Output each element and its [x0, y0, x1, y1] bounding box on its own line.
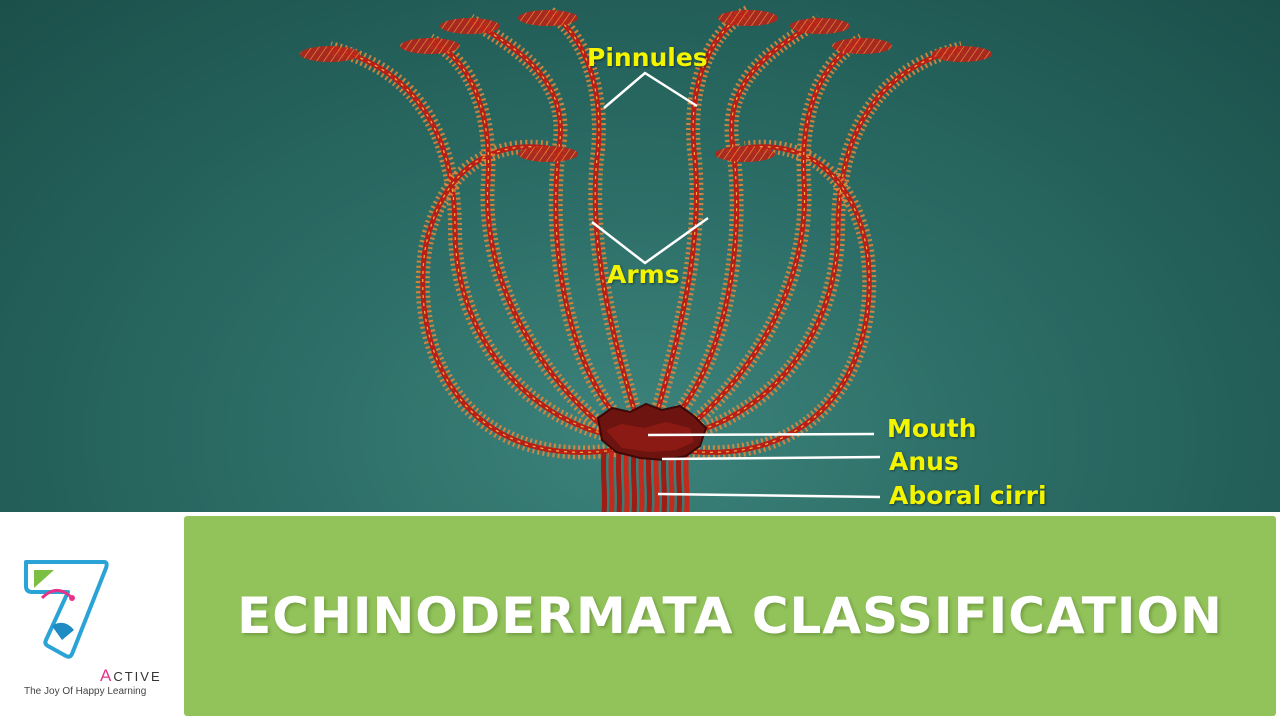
- crinoid-diagram: [300, 5, 992, 512]
- cirrus: [638, 451, 645, 512]
- arm-spine: [469, 19, 633, 433]
- diagram-area: Pinnules Arms Mouth Anus Aboral cirri: [0, 0, 1280, 512]
- cirrus: [675, 451, 683, 512]
- crinoid-calyx: [596, 402, 708, 462]
- arm-tip: [790, 18, 850, 34]
- arm: [649, 9, 750, 431]
- logo-tagline: The Joy Of Happy Learning: [24, 686, 147, 697]
- arm-spine: [329, 47, 623, 439]
- arm-tip: [518, 146, 578, 162]
- arm-tip: [718, 10, 778, 26]
- pointer-lines: [591, 71, 881, 499]
- cirrus: [653, 451, 660, 512]
- title-banner: ECHINODERMATA CLASSIFICATION: [184, 516, 1276, 716]
- cirrus: [600, 451, 608, 512]
- logo-wordmark: ACTIVE: [100, 666, 162, 685]
- arms-pointer: [591, 216, 709, 265]
- cirrus: [630, 451, 638, 512]
- arm-tip: [832, 38, 892, 54]
- aboral-cirri-pointer: [657, 492, 881, 499]
- bottom-bar: ACTIVE The Joy Of Happy Learning ECHINOD…: [0, 512, 1280, 720]
- cirrus: [615, 451, 623, 512]
- pinnules-pointer: [603, 71, 698, 109]
- aboral-cirri: [600, 451, 690, 512]
- anus-label: Anus: [889, 447, 959, 476]
- arm-spine: [669, 47, 963, 439]
- arm-tip: [932, 46, 992, 62]
- arm-tip: [440, 18, 500, 34]
- arm-spine: [429, 39, 627, 445]
- cirrus: [645, 451, 653, 512]
- arm-tip: [715, 146, 775, 162]
- arm-spine: [547, 11, 641, 431]
- arm-tip: [400, 38, 460, 54]
- arm-tip: [300, 46, 360, 62]
- video-title: ECHINODERMATA CLASSIFICATION: [237, 587, 1223, 645]
- arm-tip: [518, 10, 578, 26]
- mouth-pointer: [647, 432, 875, 437]
- mouth-label: Mouth: [887, 414, 977, 443]
- arms-label: Arms: [607, 260, 680, 289]
- cirrus: [623, 451, 630, 512]
- anus-pointer: [661, 455, 881, 461]
- crinoid-arms: [300, 5, 992, 460]
- cirrus: [608, 451, 615, 512]
- arm-spine: [659, 19, 821, 433]
- cirrus: [668, 451, 675, 512]
- pinnules-label: Pinnules: [587, 43, 708, 72]
- arm-spine: [665, 39, 863, 445]
- brand-logo: ACTIVE The Joy Of Happy Learning: [8, 516, 180, 716]
- cirrus: [683, 451, 690, 512]
- aboral-cirri-label: Aboral cirri: [889, 481, 1047, 510]
- seven-logo-icon: [24, 560, 109, 659]
